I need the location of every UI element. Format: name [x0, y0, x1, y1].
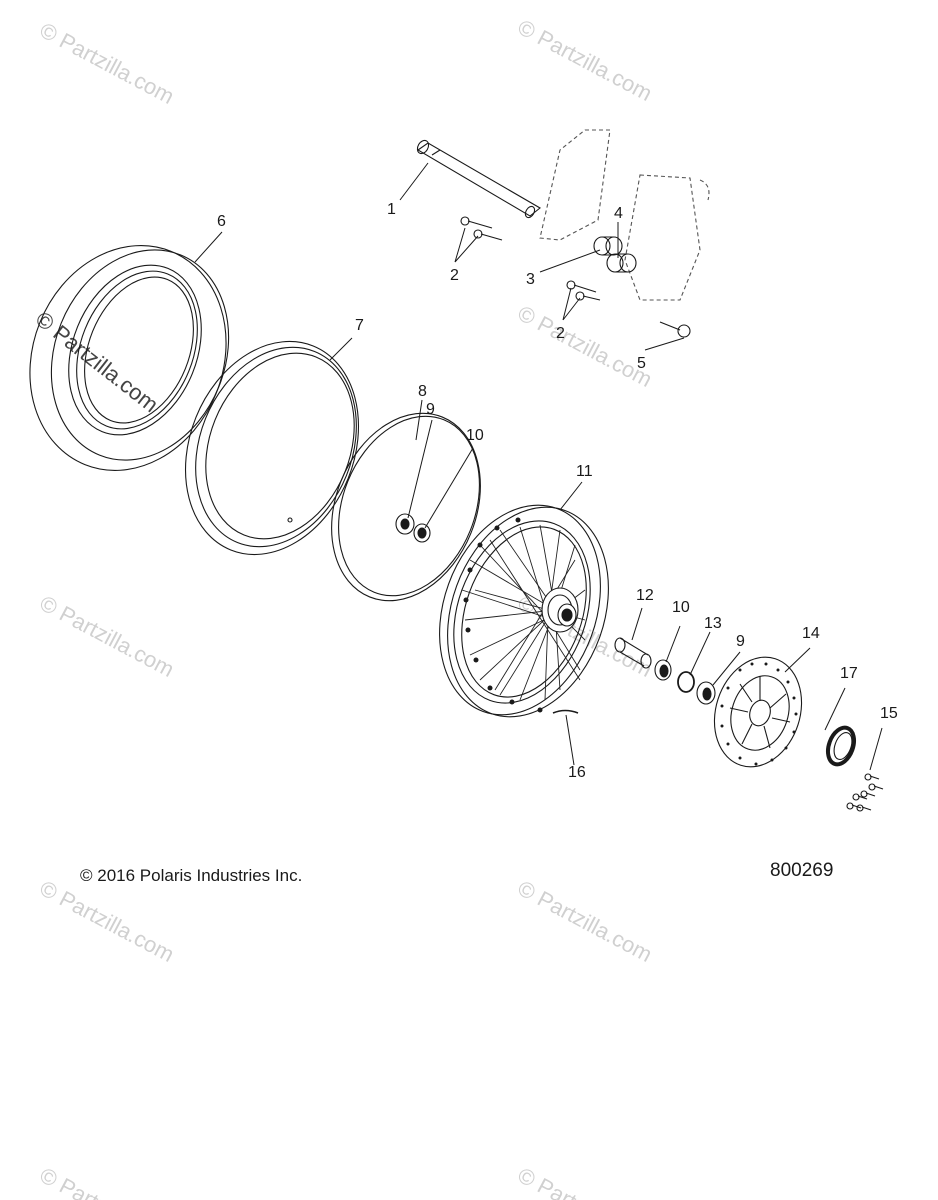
watermark-dark: © Partzilla.com [31, 306, 163, 417]
spoke-cover-disc [331, 412, 481, 602]
callout-7: 7 [355, 317, 364, 334]
watermark: © Partzilla.com [36, 590, 179, 682]
callout-2-lower: 2 [556, 325, 565, 342]
callout-15: 15 [880, 705, 898, 722]
callout-4: 4 [614, 205, 623, 222]
pinch-bolts-upper [460, 216, 503, 241]
watermark: © Partzilla.com [514, 300, 657, 392]
callout-6: 6 [217, 213, 226, 230]
watermark: © Partzilla.com [514, 1162, 657, 1200]
callout-11: 11 [576, 463, 593, 480]
watermark: © Partzilla.com [514, 875, 657, 967]
callout-5: 5 [637, 355, 646, 372]
tire [29, 245, 230, 471]
copyright-notice: © 2016 Polaris Industries Inc. [80, 866, 303, 885]
callout-3: 3 [526, 271, 535, 288]
tone-ring [825, 725, 857, 767]
seal-right [654, 659, 672, 681]
callout-14: 14 [802, 625, 820, 642]
retaining-ring [677, 671, 695, 693]
watermark: © Partzilla.com [36, 875, 179, 967]
disc-bolts [846, 773, 884, 812]
callout-17: 17 [840, 665, 858, 682]
spacer-left [593, 236, 623, 256]
watermark: © Partzilla.com [36, 17, 179, 109]
pinch-bolts-lower [566, 280, 601, 301]
callout-9-right: 9 [736, 633, 745, 650]
seal-left [413, 523, 431, 543]
balance-weight [552, 709, 579, 714]
callout-1: 1 [387, 201, 396, 218]
rim-holes [463, 517, 543, 713]
bearing-left [395, 513, 415, 535]
brake-disc [713, 656, 803, 768]
spoked-wheel [439, 504, 609, 718]
spacer-right [606, 253, 637, 273]
fork-legs [539, 129, 710, 301]
axle-spacer [614, 637, 652, 669]
bearing-right [696, 681, 716, 705]
callout-16: 16 [568, 764, 586, 781]
callout-13: 13 [704, 615, 722, 632]
callout-2-upper: 2 [450, 267, 459, 284]
drawing-number: 800269 [770, 860, 834, 881]
callout-9-left: 9 [426, 401, 435, 418]
callout-labels: 1 2 3 4 2 5 6 7 8 9 10 11 12 10 13 9 14 … [217, 201, 898, 781]
callout-10-left: 10 [466, 427, 484, 444]
disc-holes [720, 662, 798, 766]
callout-8: 8 [418, 383, 427, 400]
watermark: © Partzilla.com [514, 14, 657, 106]
callout-10-right: 10 [672, 599, 690, 616]
callout-12: 12 [636, 587, 654, 604]
watermark: © Partzilla.com [36, 1162, 179, 1200]
front-axle [416, 139, 541, 219]
leader-lines [194, 162, 883, 771]
axle-bolt [659, 321, 691, 338]
